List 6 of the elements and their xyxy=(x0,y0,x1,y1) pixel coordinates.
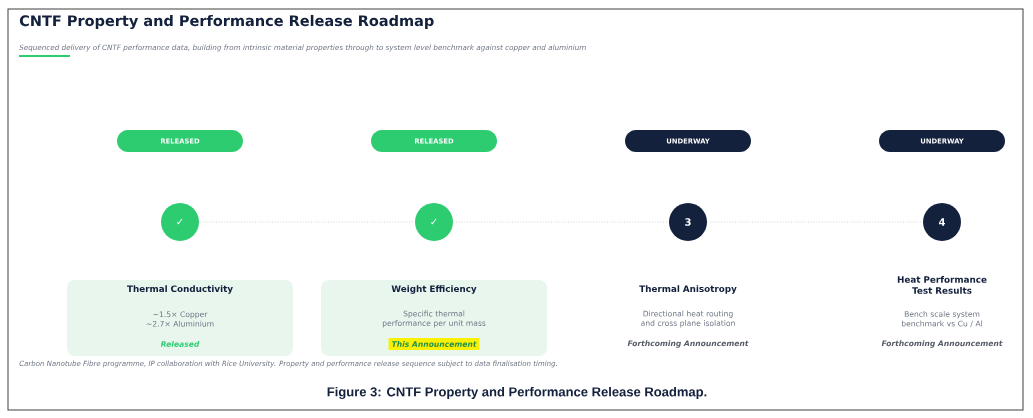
title: CNTF Property and Performance Release Roadmap xyxy=(19,14,434,30)
card-heading: Heat Performance Test Results xyxy=(897,276,987,294)
card-heading: Weight Efficiency xyxy=(391,285,477,294)
card-heading: Thermal Conductivity xyxy=(127,285,233,294)
card-heading: Thermal Anisotropy xyxy=(639,285,737,294)
caption: Figure 3: CNTF Property and Performance Release Roadmap. xyxy=(327,386,707,400)
